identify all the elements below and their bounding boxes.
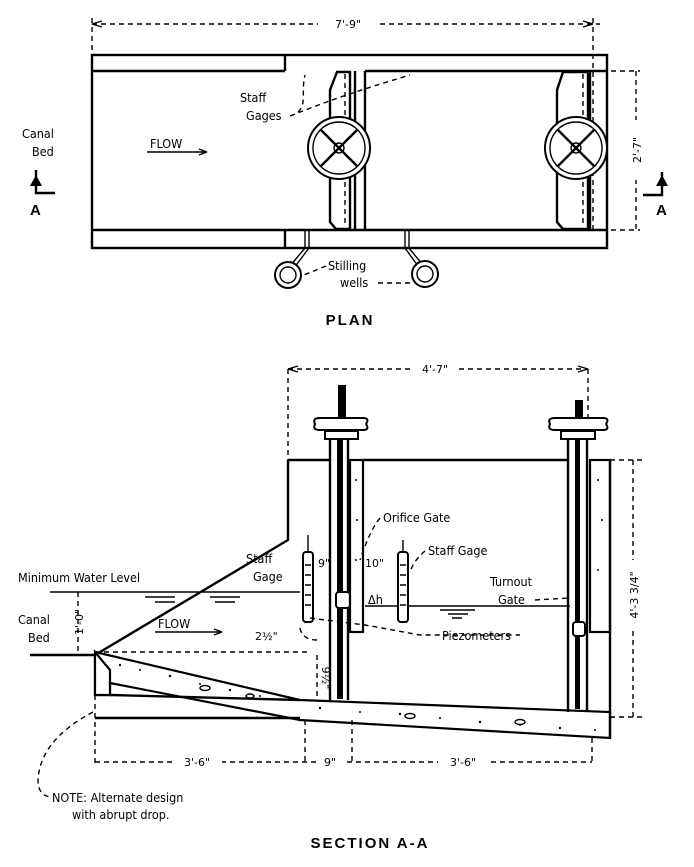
turnout-gate-label-1: Turnout [489,574,533,589]
dim-label-bg [172,755,222,769]
section-canal-bed-label-1: Canal [18,612,50,627]
stilling-wells-label-2: wells [340,275,368,290]
dim-9-half: 9½" [319,667,332,690]
handwheel-icon [544,116,608,180]
dim-9-in: 9" [318,557,330,570]
staff-gage-right-label: Staff Gage [428,543,488,558]
section-view: 4'-7" [18,361,643,852]
dim-label-bg [318,16,378,30]
note-leader-line [37,711,94,798]
orifice-gate-plan [328,70,352,231]
plan-overall-width-dim: 7'-9" [335,18,361,31]
staff-gage-left [302,535,314,623]
staff-gages-label-1: Staff [240,90,266,105]
dim-10-in: 10" [365,557,384,570]
staff-gage-left-label-2: Gage [253,569,283,584]
note-line-2: with abrupt drop. [72,807,169,822]
section-cut-marker-left: A [30,170,55,219]
leader-line [359,517,381,561]
section-cut-marker-right: A [643,172,669,219]
arrow-head-icon [213,628,223,636]
bottom-dim-2: 9" [324,756,336,769]
handwheel-icon [548,417,609,431]
dim-1-0: 1'-0" [73,609,86,635]
plan-flow-label: FLOW [150,136,182,151]
dim-label-bg [628,120,644,180]
bottom-dim-3: 3'-6" [450,756,476,769]
section-marker-letter: A [656,202,669,219]
section-flow-label: FLOW [158,616,190,631]
stilling-wells-label-1: Stilling [328,258,366,273]
section-canal-bed-label-2: Bed [28,630,50,645]
arrow-right-icon [582,20,594,28]
plan-view: 7'-9" [22,16,669,329]
plan-inner-width-dim: 2'-7" [631,137,644,163]
plan-canal-bed-label-2: Bed [32,144,54,159]
dim-label-bg [438,755,488,769]
turnout-gate-label-2: Gate [498,592,525,607]
floor-underside [109,693,301,702]
concrete-texture [118,479,603,731]
orifice-gate-label: Orifice Gate [383,510,450,525]
piezometers-label: Piezometers [442,628,511,643]
note-line-1: NOTE: Alternate design [52,790,183,805]
section-title: SECTION A-A [311,835,430,852]
dim-2-half: 2½" [255,630,278,643]
turnout-wall-concrete [588,458,612,634]
staff-gages-label-2: Gages [246,108,282,123]
leader-line [303,265,327,276]
staff-gage-right [397,540,409,623]
turnout-gate-plan [555,70,590,231]
dim-label-bg [318,755,344,769]
staff-gage-left-label-1: Staff [246,551,272,566]
concrete-floor [93,650,612,740]
leader-line [289,74,411,117]
leader-line [289,74,306,117]
min-water-level-label: Minimum Water Level [18,570,140,585]
gate-stem-icon [575,400,583,425]
delta-h-label: Δh [368,592,383,607]
plan-title: PLAN [326,312,375,329]
handwheel-icon [307,116,371,180]
plan-canal-bed-label-1: Canal [22,126,54,141]
stilling-well-left [274,230,310,289]
arrow-head-icon [198,148,208,156]
water-surface-icon [145,596,240,603]
arrow-left-icon [91,20,103,28]
inlet-wall [94,460,290,657]
arrow-icon [287,365,589,373]
water-surface-icon [440,609,475,619]
section-top-dim: 4'-7" [422,363,448,376]
dim-label-bg [625,560,643,630]
dim-label-bg [412,361,458,375]
orifice-gate-assembly [313,385,369,700]
handwheel-icon [313,417,369,431]
pier-concrete [348,458,365,634]
section-marker-letter: A [30,202,43,219]
leader-line [534,597,571,601]
bottom-dim-1: 3'-6" [184,756,210,769]
turnout-gate-assembly [548,400,612,738]
stilling-well-right [404,230,439,288]
piezometer-line [309,617,520,636]
leader-line [409,550,426,573]
gate-stem-icon [338,385,346,425]
section-height-dim: 4'-3 3/4" [628,571,641,618]
piezometer-tap [299,627,319,641]
